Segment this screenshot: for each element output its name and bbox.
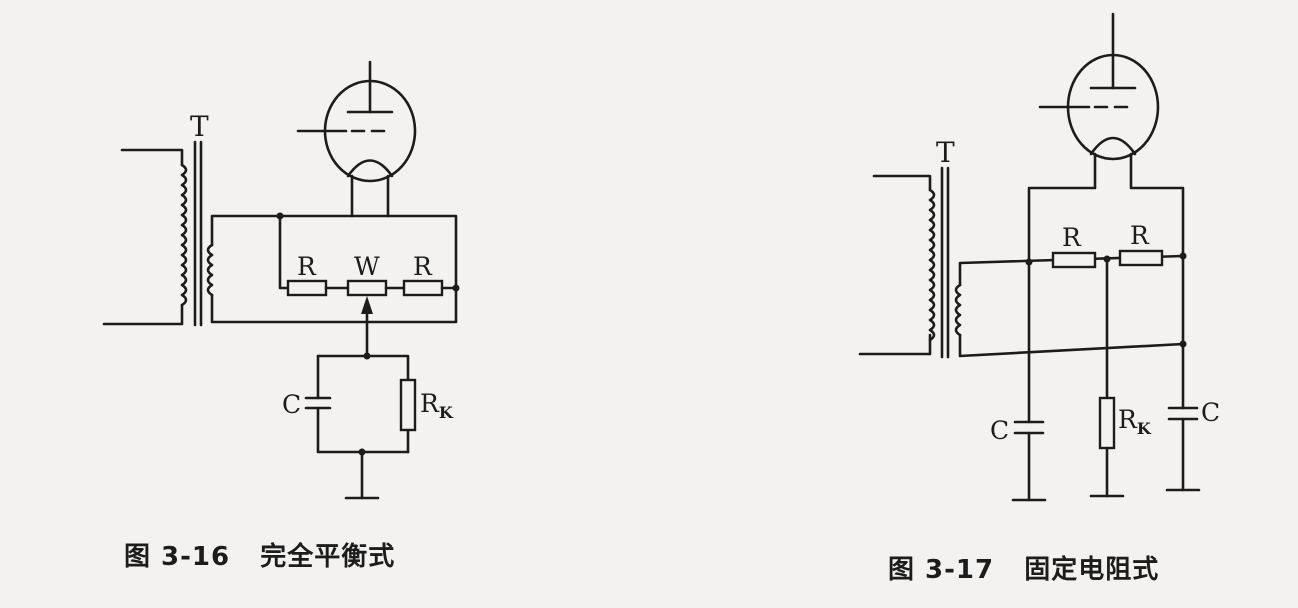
resistor-rk	[1098, 396, 1116, 450]
res-left-label: R	[1062, 223, 1082, 252]
pot-label: W	[354, 252, 380, 281]
cap-label: C	[282, 390, 301, 419]
resistor-r-right	[402, 279, 444, 297]
primary-coil	[928, 188, 936, 342]
secondary-top-wire	[210, 214, 458, 288]
caption-figure-3-17: 图 3-17 固定电阻式	[888, 555, 1160, 585]
caption-figure-3-16: 图 3-16 完全平衡式	[124, 542, 396, 572]
resistor-r-left	[286, 279, 328, 297]
cathode-heater	[1089, 136, 1137, 156]
resistor-r-left	[1051, 251, 1097, 269]
cap-right-label: C	[1201, 398, 1220, 427]
wiper-arrow	[361, 296, 373, 314]
rk-label: RK	[1118, 405, 1152, 438]
secondary-coil	[954, 283, 962, 337]
transformer-label: T	[190, 110, 209, 143]
chain-left-wire	[278, 214, 290, 290]
secondary-bottom-wire	[958, 333, 1185, 358]
secondary-bottom-wire	[210, 284, 458, 324]
secondary-coil	[206, 243, 214, 297]
cathode-heater	[346, 159, 394, 178]
resistor-r-right	[1118, 249, 1164, 267]
heater-lead-right	[1129, 152, 1185, 258]
primary-lead-bottom	[858, 333, 932, 356]
heater-lead-left	[1027, 152, 1097, 264]
primary-lead-top	[120, 148, 184, 167]
transformer-label: T	[936, 136, 955, 169]
primary-lead-top	[872, 174, 932, 192]
rk-label: RK	[420, 389, 454, 422]
potentiometer-w	[346, 279, 388, 297]
figure-3-17: T R R C RK	[858, 12, 1220, 502]
resistor-rk	[399, 378, 417, 432]
primary-lead-bottom	[102, 303, 184, 326]
cap-lead-bottom	[316, 406, 410, 454]
figure-3-16: T R W R	[102, 60, 460, 500]
res-right-label: R	[1130, 221, 1150, 250]
primary-coil	[180, 163, 188, 307]
res-left-label: R	[297, 252, 317, 281]
junction	[276, 212, 284, 220]
cathode-network-top	[316, 354, 410, 382]
junction	[452, 284, 460, 292]
res-right-label: R	[413, 252, 433, 281]
cap-left-label: C	[990, 416, 1009, 445]
